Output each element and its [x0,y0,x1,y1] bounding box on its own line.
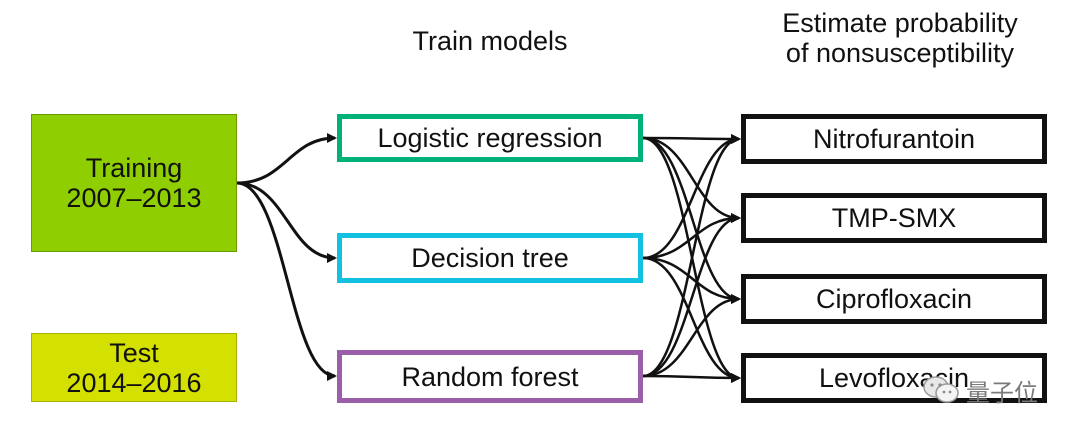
wechat-icon [922,375,960,405]
arrow-lr-nitro [642,133,741,144]
test-data-box: Test 2014–2016 [31,333,237,402]
model-to-output-arrows [642,133,741,383]
arrow-dt-nitro [642,134,741,260]
arrow-dt-levo [642,256,741,383]
heading-estimate-line1: Estimate probability [782,8,1018,38]
arrow-training-to-logistic-regression [236,133,337,185]
watermark-text: 量子位 [966,379,1038,407]
arrow-rf-cipro [642,294,741,378]
output-label: TMP-SMX [831,203,957,233]
training-years: 2007–2013 [66,183,202,213]
arrow-training-to-decision-tree [236,181,337,263]
model-logistic-regression: Logistic regression [337,114,643,162]
arrow-dt-cipro [642,256,741,304]
arrow-training-to-random-forest [236,181,337,381]
output-label: Nitrofurantoin [812,124,976,154]
arrow-rf-levo [642,372,741,383]
test-years: 2014–2016 [66,367,202,398]
heading-estimate-line2: of nonsusceptibility [785,38,1015,68]
model-label: Decision tree [411,243,569,273]
training-label: Training [85,153,183,183]
arrow-rf-nitro [642,134,741,378]
arrow-dt-tmp [642,213,741,260]
model-decision-tree: Decision tree [337,233,643,283]
model-label: Random forest [401,361,579,392]
output-ciprofloxacin: Ciprofloxacin [741,274,1047,324]
watermark: 量子位 [922,372,1072,408]
output-label: Ciprofloxacin [815,284,973,314]
test-label: Test [109,337,159,368]
output-levofloxacin: Levofloxacin [741,353,1047,403]
model-label: Logistic regression [377,123,603,153]
arrow-lr-cipro [642,136,741,304]
arrow-rf-tmp [642,213,741,378]
heading-train-models: Train models [412,26,568,56]
output-nitrofurantoin: Nitrofurantoin [741,114,1047,164]
model-random-forest: Random forest [337,350,643,403]
training-data-box: Training 2007–2013 [31,114,237,252]
heading-estimate-probability: Estimate probability of nonsusceptibilit… [745,8,1055,68]
arrow-lr-tmp [642,136,741,223]
output-tmp-smx: TMP-SMX [741,193,1047,243]
